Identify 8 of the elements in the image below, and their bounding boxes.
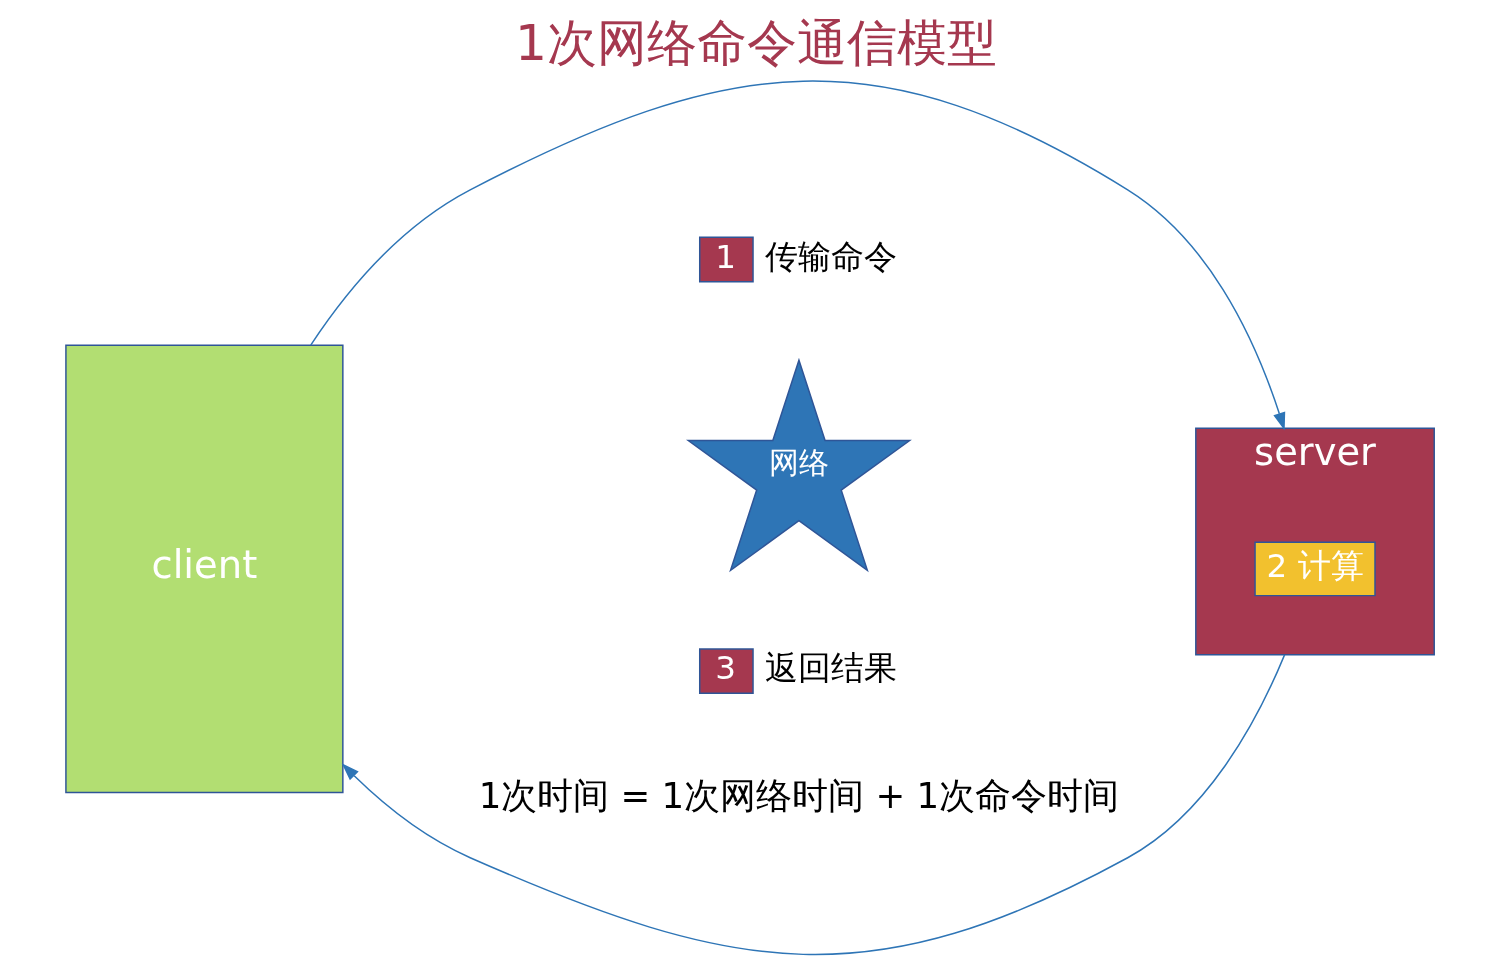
node-box: 2 计算 [1254, 541, 1376, 597]
caption: 1次时间 = 1次网络时间 + 1次命令时间 [478, 774, 1120, 816]
arrow [310, 80, 1286, 431]
arrow [341, 654, 1286, 956]
node-box: client [65, 344, 344, 794]
node-label: 返回结果 [764, 649, 897, 688]
diagram-title: 1次网络命令通信模型 [514, 13, 998, 73]
node-label: 传输命令 [764, 237, 897, 276]
